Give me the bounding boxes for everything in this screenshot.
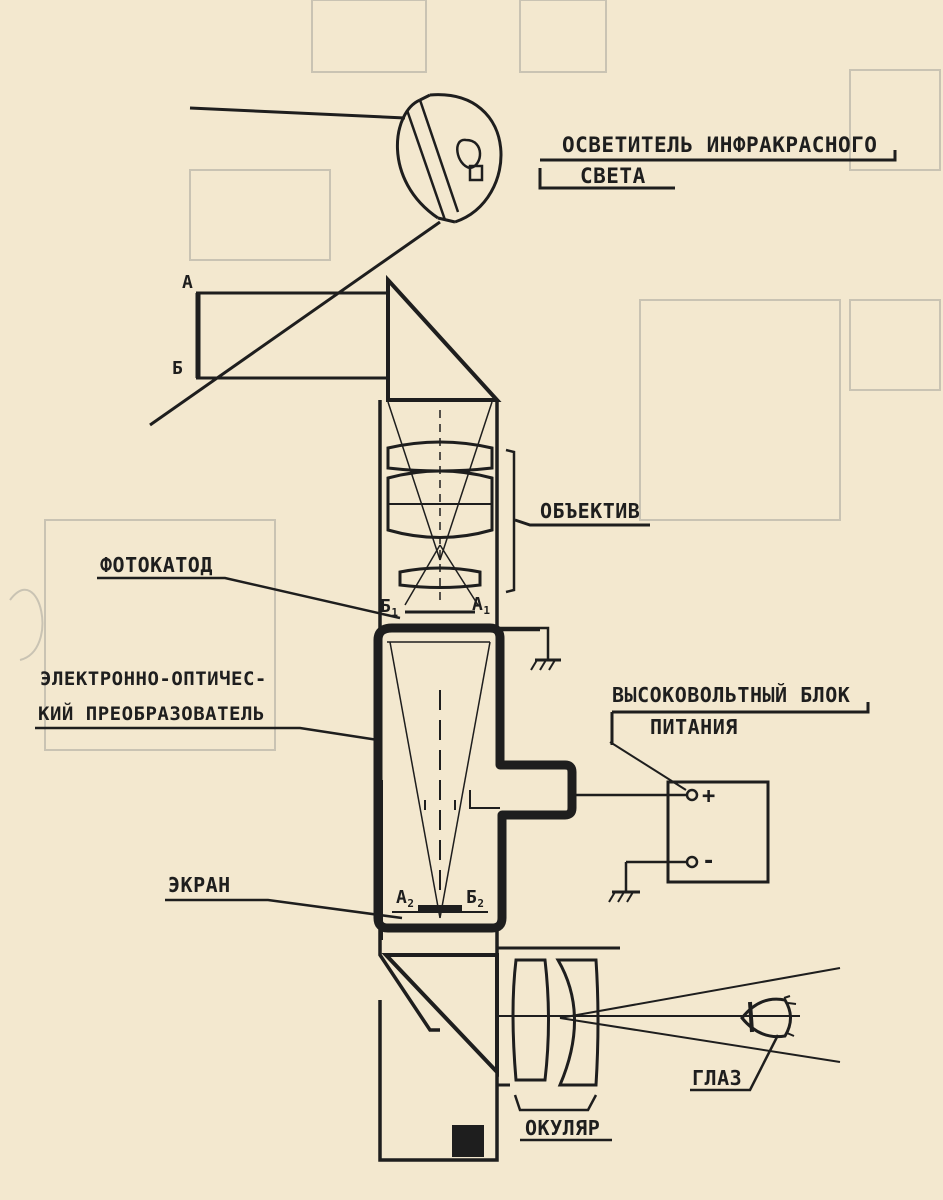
objective-bracket: [505, 448, 516, 594]
converter-label-line1: ЭЛЕКТРОННО-ОПТИЧЕС-: [40, 668, 267, 690]
eyepiece-lenses: [497, 958, 841, 1087]
hv-pointer: [609, 741, 687, 791]
ir-beam: [149, 220, 441, 427]
image-converter-tube: [373, 623, 577, 940]
lamp-icon: [456, 138, 484, 182]
eye-icon: [740, 995, 797, 1039]
hv-label-line2: ПИТАНИЯ: [650, 715, 738, 739]
eyepiece-label: ОКУЛЯР: [525, 1116, 600, 1140]
hv-minus-terminal: -: [702, 849, 716, 874]
objective-leader: [514, 518, 650, 527]
illuminator-leader: [540, 150, 897, 162]
eyepiece-prism: [381, 953, 499, 1078]
objective-lenses: [386, 401, 494, 614]
entrance-prism: [386, 274, 502, 402]
a1-label: А1: [472, 594, 490, 617]
photocathode-leader: [97, 576, 401, 620]
eye-leader: [690, 1034, 780, 1092]
hv-leader: [612, 702, 870, 714]
illuminator-leader-2: [538, 168, 675, 190]
converter-label-line2: КИЙ ПРЕОБРАЗОВАТЕЛЬ: [38, 702, 265, 725]
hv-power-block: [572, 780, 770, 903]
ground-symbol-top: [500, 626, 561, 671]
hv-plus-terminal: +: [702, 784, 716, 809]
bleed-through-marks: [9, 0, 941, 751]
point-a-label: А: [182, 272, 193, 293]
point-b-label: Б: [172, 358, 183, 379]
a2-label: А2: [396, 887, 414, 910]
eye-label: ГЛАЗ: [692, 1066, 742, 1090]
illuminator-label-line1: ОСВЕТИТЕЛЬ ИНФРАКРАСНОГО: [562, 133, 877, 157]
ir-illuminator: [189, 93, 503, 224]
screen-label: ЭКРАН: [168, 873, 231, 897]
tube-base-block: [452, 1125, 484, 1157]
objective-label: ОБЪЕКТИВ: [540, 499, 640, 523]
converter-leader: [35, 726, 379, 742]
hv-label-line1: ВЫСОКОВОЛЬТНЫЙ БЛОК: [612, 683, 850, 707]
illuminator-label-line2: СВЕТА: [580, 164, 646, 188]
screen-leader: [165, 898, 403, 920]
b2-label: Б2: [466, 887, 484, 910]
b1-label: Б1: [380, 596, 398, 619]
object-ab: [195, 291, 388, 380]
eyepiece-bracket: [513, 1094, 598, 1112]
photocathode-label: ФОТОКАТОД: [100, 553, 213, 577]
